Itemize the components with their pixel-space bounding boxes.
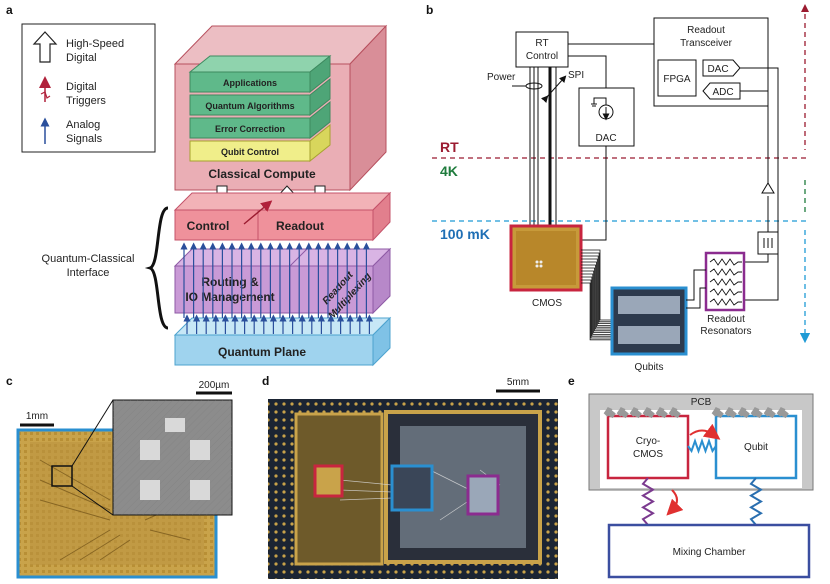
mixing-chamber-label: Mixing Chamber: [673, 547, 746, 558]
qubit-chip: [610, 286, 688, 356]
layer-qubit-control: Qubit Control: [221, 147, 279, 157]
routing-label-1: Routing &: [201, 275, 259, 289]
fpga-label: FPGA: [663, 74, 691, 85]
high-speed-arrow-icon: [32, 31, 58, 63]
amplifier-icon: [761, 182, 775, 194]
legend: High-Speed Digital Digital Triggers Anal…: [21, 23, 156, 153]
quantum-plane-label: Quantum Plane: [218, 345, 306, 359]
cmos-qubit-wiring: [581, 249, 612, 341]
control-readout-slab: Control Readout: [173, 191, 392, 242]
scale-200um-label: 200µm: [199, 380, 230, 391]
legend-triggers-2: Triggers: [66, 95, 106, 107]
qubit-label: Qubit: [744, 442, 768, 453]
thermal-diagram: [588, 393, 814, 526]
rt-control-label-1: RT: [535, 38, 548, 49]
fpga-box: [657, 59, 697, 97]
routing-label-2: IO Management: [185, 290, 274, 304]
spi-label: SPI: [568, 70, 584, 81]
interface-label-1: Quantum-Classical: [42, 253, 135, 265]
analog-signal-arrows: [180, 242, 373, 334]
transceiver-label-1: Readout: [687, 25, 725, 36]
power-label: Power: [487, 72, 516, 83]
legend-analog-1: Analog: [66, 119, 100, 131]
cryo-cmos-label-1: Cryo-: [636, 436, 660, 447]
routing-slab: Routing & IO Management Readout Multiple…: [173, 247, 392, 322]
4k-label: 4K: [440, 163, 458, 179]
dac-tx-box: [702, 59, 741, 77]
layer-error-correction: Error Correction: [215, 124, 285, 134]
panel-label-d: d: [262, 374, 269, 388]
scale-1mm-label: 1mm: [26, 411, 48, 422]
rt-label: RT: [440, 139, 459, 155]
heat-flow-arrow: [689, 423, 721, 440]
legend-high-speed-2: Digital: [66, 52, 97, 64]
dac-tx-label: DAC: [707, 64, 728, 75]
heat-sink-arrow: [666, 489, 684, 516]
readout-wiring: [740, 67, 779, 301]
transceiver-label-2: Transceiver: [680, 38, 733, 49]
scale-5mm-label: 5mm: [507, 377, 529, 388]
control-label: Control: [187, 219, 230, 233]
panel-label-e: e: [568, 374, 575, 388]
legend-analog-2: Signals: [66, 133, 103, 145]
100mk-label: 100 mK: [440, 226, 490, 242]
readout-label: Readout: [276, 219, 324, 233]
qubits-label: Qubits: [635, 362, 664, 373]
adc-box: [702, 82, 741, 100]
pcb-label: PCB: [691, 397, 712, 408]
cryo-cmos-label-2: CMOS: [633, 449, 663, 460]
mixing-chamber-box: [607, 523, 811, 579]
panel-label-c: c: [6, 374, 13, 388]
cmos-chip: [509, 224, 583, 292]
rt-control-box: [515, 31, 569, 68]
interface-brace: [144, 206, 169, 330]
panel-label-b: b: [426, 3, 433, 17]
legend-triggers-1: Digital: [66, 81, 97, 93]
panel-label-a: a: [6, 3, 13, 17]
rt-control-label-2: Control: [526, 51, 558, 62]
layer-applications: Applications: [223, 78, 277, 88]
adc-label: ADC: [712, 87, 733, 98]
software-layers: Applications Quantum Algorithms Error Co…: [188, 54, 332, 163]
cryo-cmos-box: [606, 414, 690, 480]
resonators-label-2: Resonators: [700, 326, 751, 337]
assembly-photo: [268, 399, 558, 579]
resonators-label-1: Readout: [707, 314, 745, 325]
bias-dac-label: DAC: [595, 133, 616, 144]
cmos-label: CMOS: [532, 298, 562, 309]
zoom-region-box: [51, 465, 73, 487]
readout-resonators: [704, 251, 746, 312]
interface-label-2: Interface: [67, 267, 110, 279]
layer-quantum-algorithms: Quantum Algorithms: [205, 101, 294, 111]
classical-compute-label: Classical Compute: [208, 167, 316, 181]
cmos-zoom-photo: [112, 399, 233, 516]
legend-high-speed-1: High-Speed: [66, 38, 124, 50]
